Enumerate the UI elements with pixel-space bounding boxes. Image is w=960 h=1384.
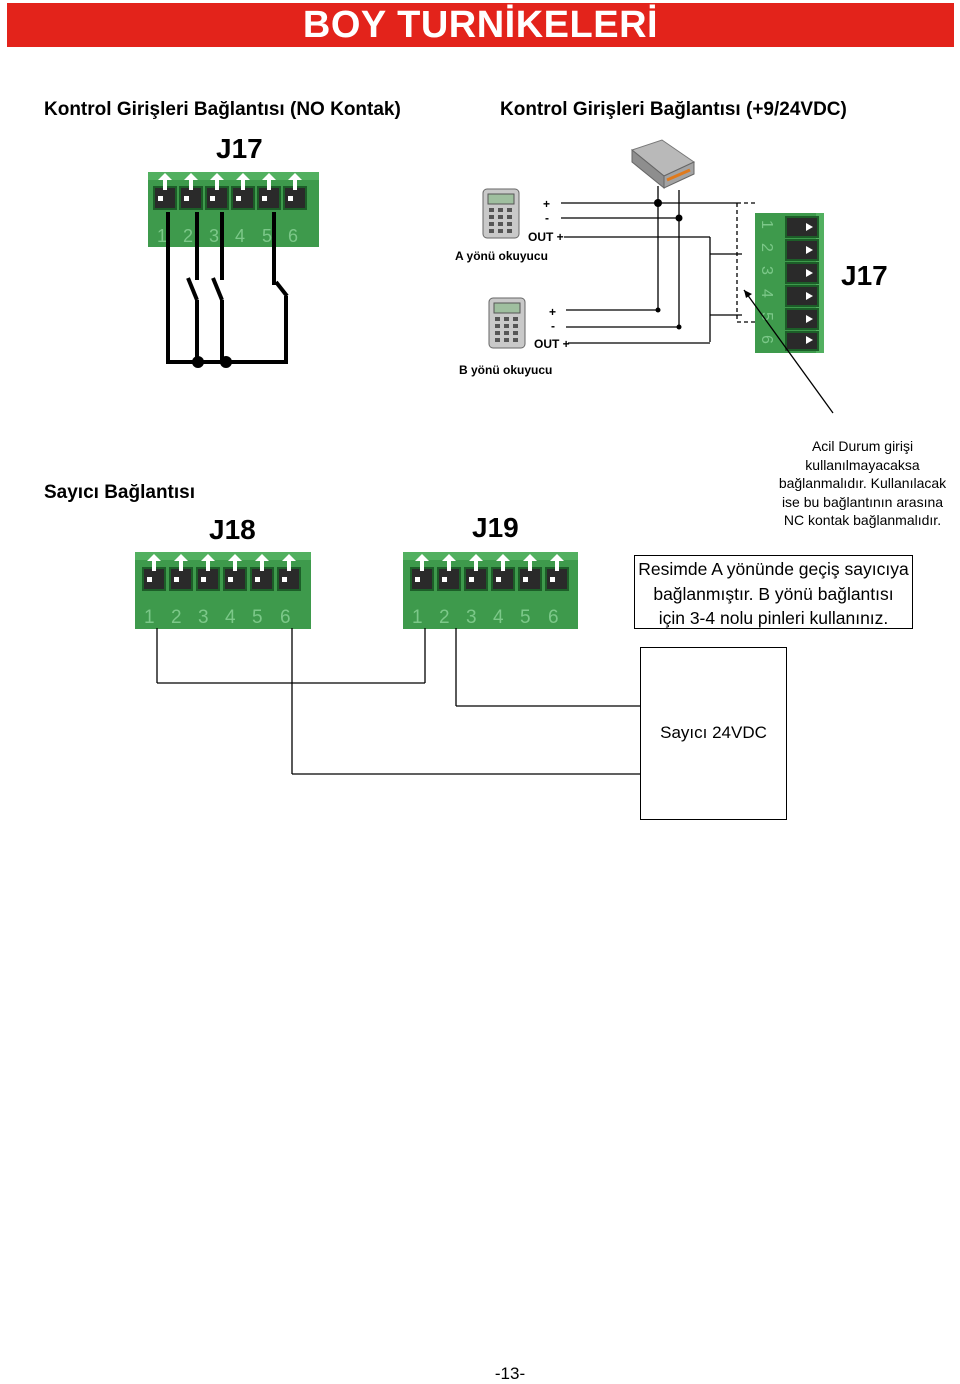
page-title: BOY TURNİKELERİ — [302, 4, 659, 46]
counter-device: Sayıcı 24VDC — [640, 647, 787, 820]
j17-label-right: J17 — [841, 260, 888, 291]
j17-connector-right: 1 2 3 4 5 6 — [755, 213, 824, 353]
pin-number: 3 — [758, 266, 775, 275]
counter-label: Sayıcı 24VDC — [660, 723, 767, 742]
pin-number: 4 — [235, 226, 245, 246]
power-supply-icon — [630, 139, 696, 190]
reader-a-minus: - — [545, 211, 549, 225]
pin-number: 4 — [493, 607, 504, 628]
info-line: için 3-4 nolu pinleri kullanınız. — [658, 608, 889, 628]
header-banner: BOY TURNİKELERİ — [7, 3, 954, 47]
note-line: ise bu bağlantının arasına — [781, 493, 944, 510]
pin-number: 2 — [171, 607, 182, 628]
pin-number: 6 — [548, 607, 559, 628]
j19-connector: 1 2 3 4 5 6 — [403, 552, 578, 629]
reader-b-icon — [488, 297, 526, 349]
pin-number: 4 — [758, 289, 775, 298]
pin-numbers: 1 2 3 4 5 6 — [157, 226, 298, 246]
pin-number: 6 — [280, 607, 291, 628]
pin-number: 3 — [198, 607, 209, 628]
reader-a-label: A yönü okuyucu — [455, 249, 548, 263]
pin-number: 5 — [758, 312, 775, 321]
info-line: Resimde A yönünde geçiş sayıcıya — [638, 559, 909, 579]
reader-b-label: B yönü okuyucu — [459, 363, 553, 377]
info-box: Resimde A yönünde geçiş sayıcıya bağlanm… — [634, 555, 913, 629]
note-line: bağlanmalıdır. Kullanılacak — [778, 475, 947, 491]
dc-title: Kontrol Girişleri Bağlantısı (+9/24VDC) — [500, 99, 847, 120]
pin-number: 1 — [144, 607, 155, 628]
j18-connector: 1 2 3 4 5 6 — [135, 552, 311, 629]
note-line: kullanılmayacaksa — [805, 456, 920, 473]
reader-a-out: OUT + — [528, 230, 564, 244]
pin-number: 6 — [758, 335, 775, 344]
note-pointer — [743, 289, 834, 414]
pin-number: 2 — [439, 607, 450, 628]
no-contact-title: Kontrol Girişleri Bağlantısı (NO Kontak) — [44, 99, 401, 120]
no-contact-wiring — [166, 212, 289, 364]
pin-number: 5 — [520, 607, 531, 628]
note-line: Acil Durum girişi — [811, 438, 914, 454]
pin-number: 5 — [252, 607, 263, 628]
j17-connector-left: 1 2 3 4 5 6 — [148, 172, 319, 247]
note-line: NC kontak bağlanmalıdır. — [783, 512, 942, 528]
pin-number: 6 — [288, 226, 298, 246]
j19-label: J19 — [472, 512, 519, 543]
pin-number: 2 — [758, 243, 775, 252]
pin-number: 5 — [262, 226, 272, 246]
pin-number: 1 — [412, 607, 423, 628]
emergency-note: Acil Durum girişi kullanılmayacaksa bağl… — [775, 437, 950, 530]
counter-wiring — [156, 628, 640, 775]
pin-number: 4 — [225, 607, 236, 628]
pin-number: 1 — [758, 220, 775, 229]
pin-number: 3 — [466, 607, 477, 628]
reader-a-plus: + — [543, 197, 551, 211]
j18-label: J18 — [209, 514, 256, 545]
reader-a-icon — [482, 188, 520, 239]
info-line: bağlanmıştır. B yönü bağlantısı — [653, 583, 894, 604]
page-number: -13- — [494, 1364, 526, 1383]
pin-number: 1 — [157, 226, 167, 246]
pin-number: 3 — [209, 226, 219, 246]
counter-title: Sayıcı Bağlantısı — [44, 482, 196, 503]
reader-b-plus: + — [549, 305, 557, 319]
reader-b-minus: - — [551, 319, 555, 333]
reader-wiring — [561, 186, 742, 344]
reader-b-out: OUT + — [534, 337, 570, 351]
pin-number: 2 — [183, 226, 193, 246]
j17-label-left: J17 — [216, 133, 263, 164]
